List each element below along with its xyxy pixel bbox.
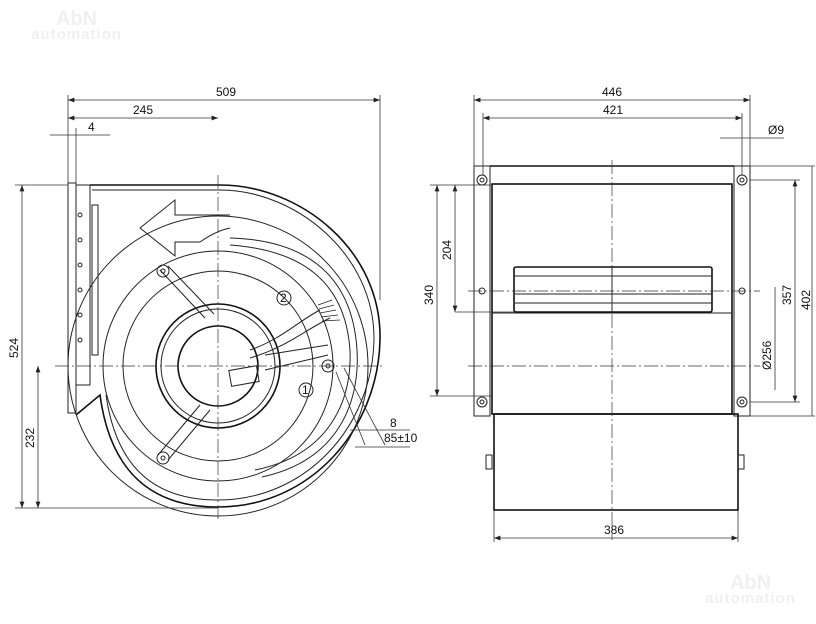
dim-357: 357 xyxy=(780,285,794,305)
dim-8: 8 xyxy=(390,416,397,430)
watermark-sub: automation xyxy=(31,26,122,43)
dim-509: 509 xyxy=(216,85,236,99)
cable xyxy=(249,309,331,359)
flange-side xyxy=(75,184,91,386)
callout-2 xyxy=(276,290,292,306)
dim-386: 386 xyxy=(604,523,624,537)
outlet-flange xyxy=(67,182,77,414)
dim-4: 4 xyxy=(88,120,95,134)
impeller xyxy=(513,266,713,313)
side-view: 2 1 509 245 4 524 232 8 85±10 xyxy=(7,85,418,520)
callout-1 xyxy=(298,382,314,398)
front-view: 446 421 Ø9 340 204 357 Ø256 402 386 xyxy=(422,85,815,542)
dim-524: 524 xyxy=(7,338,21,358)
watermark-top-left: AbN automation xyxy=(14,8,139,43)
dim-dia256: Ø256 xyxy=(760,340,774,370)
front-dimensions: 446 421 Ø9 340 204 357 Ø256 402 386 xyxy=(422,85,815,542)
dim-85: 85±10 xyxy=(384,431,418,445)
airflow-arrow xyxy=(139,198,231,258)
watermark-brand: AbN xyxy=(729,572,772,594)
watermark-brand: AbN xyxy=(55,8,98,30)
watermark-bottom-right: AbN automation xyxy=(688,572,813,607)
dim-402: 402 xyxy=(799,290,813,310)
dim-421: 421 xyxy=(603,103,623,117)
dim-dia9: Ø9 xyxy=(768,123,784,137)
watermark-sub: automation xyxy=(705,590,796,607)
dim-204: 204 xyxy=(440,240,454,260)
callout-2-label: 2 xyxy=(280,291,287,305)
side-dimensions: 509 245 4 524 232 8 85±10 xyxy=(7,85,418,509)
callout-1-label: 1 xyxy=(302,383,309,397)
dim-446: 446 xyxy=(602,85,622,99)
volute-housing xyxy=(75,184,381,508)
housing-body xyxy=(493,413,739,511)
dim-340: 340 xyxy=(422,285,436,305)
dim-232: 232 xyxy=(23,428,37,448)
dim-245: 245 xyxy=(133,103,153,117)
